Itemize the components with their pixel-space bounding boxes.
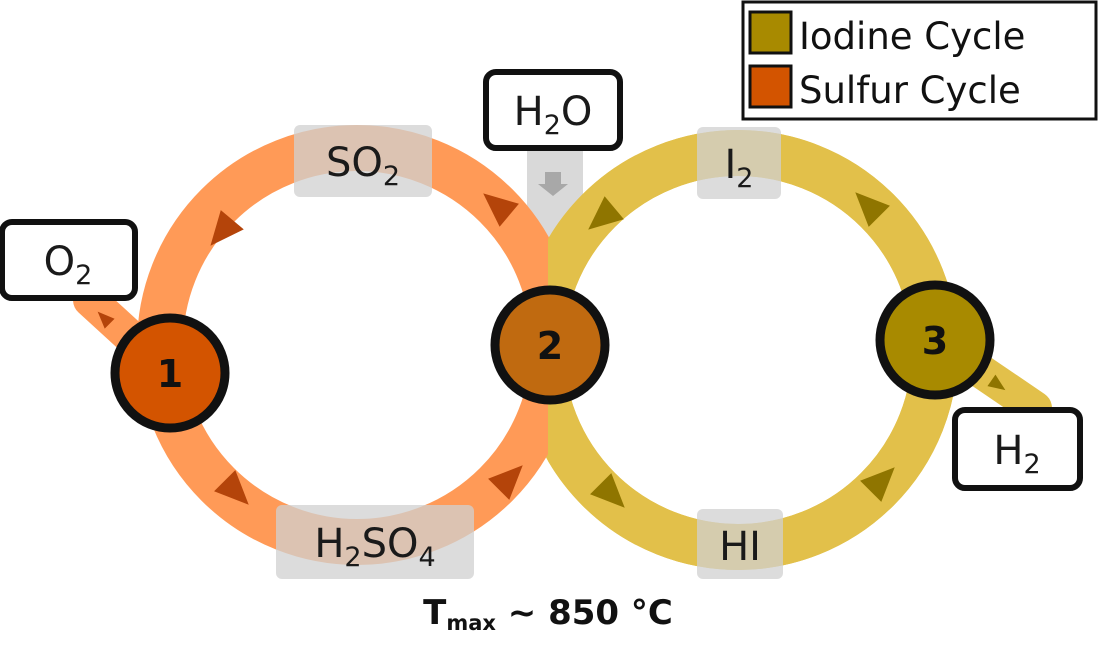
node-3-label: 3 — [922, 319, 948, 363]
h2-main: H — [993, 428, 1023, 474]
iodine-flow-arrow — [855, 192, 890, 227]
o2-main: O — [44, 239, 75, 285]
h2so4-sub-2: 2 — [344, 542, 361, 573]
legend-swatch-iodine — [748, 10, 793, 55]
chemical-box-hi: HI — [697, 509, 783, 579]
h2so4-h: H — [314, 521, 344, 567]
legend-item-sulfur: Sulfur Cycle — [748, 64, 1021, 112]
h2-sub: 2 — [1023, 449, 1040, 480]
o2-sub: 2 — [75, 260, 92, 291]
h2so4-sub-4: 4 — [418, 542, 435, 573]
reactor-node-2: 2 — [490, 285, 610, 405]
svg-text:I2: I2 — [725, 142, 754, 194]
tmax-t: T — [423, 593, 447, 633]
node-1-label: 1 — [157, 352, 183, 396]
iodine-flow-arrow — [588, 196, 624, 230]
hi-label: HI — [719, 524, 761, 570]
h2o-o: O — [561, 89, 592, 135]
chemical-box-h2so4: H2SO4 — [276, 505, 474, 579]
sulfur-flow-arrow — [97, 311, 115, 329]
i2-main: I — [725, 142, 737, 188]
stream-box-o2: O2 — [0, 219, 138, 301]
chemical-box-i2: I2 — [697, 127, 781, 199]
iodine-flow-arrow — [987, 374, 1006, 391]
iodine-flow-arrow — [860, 467, 895, 502]
i2-sub: 2 — [736, 163, 753, 194]
node-2-label: 2 — [537, 324, 563, 368]
svg-text:H2O: H2O — [514, 89, 593, 141]
max-temperature-label: Tmax ~ 850 °C — [423, 593, 673, 635]
sulfur-flow-arrow — [210, 210, 244, 246]
chemical-box-so2: SO2 — [294, 125, 432, 197]
h2o-input-arrow — [538, 172, 568, 196]
reactor-node-3: 3 — [875, 280, 995, 400]
tmax-sub: max — [446, 611, 496, 635]
iodine-flow-arrow — [590, 473, 625, 508]
so2-main: SO — [326, 140, 383, 186]
so2-sub: 2 — [383, 161, 400, 192]
tmax-value: ~ 850 °C — [496, 593, 673, 633]
legend-item-iodine: Iodine Cycle — [748, 10, 1025, 58]
h2o-sub: 2 — [544, 110, 561, 141]
h2so4-so: SO — [362, 521, 419, 567]
sulfur-flow-arrow — [483, 193, 519, 227]
legend-label-sulfur: Sulfur Cycle — [799, 69, 1021, 112]
svg-text:H2SO4: H2SO4 — [314, 521, 435, 573]
h2o-h: H — [514, 89, 544, 135]
svg-text:O2: O2 — [44, 239, 93, 291]
stream-box-h2o: H2O — [483, 69, 623, 151]
svg-text:H2: H2 — [993, 428, 1040, 480]
legend: Iodine Cycle Sulfur Cycle — [741, 0, 1098, 121]
svg-text:SO2: SO2 — [326, 140, 400, 192]
stream-box-h2: H2 — [952, 407, 1083, 491]
sulfur-flow-arrow — [214, 470, 249, 505]
legend-label-iodine: Iodine Cycle — [799, 15, 1025, 58]
legend-swatch-sulfur — [748, 64, 793, 109]
reactor-node-1: 1 — [110, 313, 230, 433]
sulfur-flow-arrow — [488, 465, 523, 500]
